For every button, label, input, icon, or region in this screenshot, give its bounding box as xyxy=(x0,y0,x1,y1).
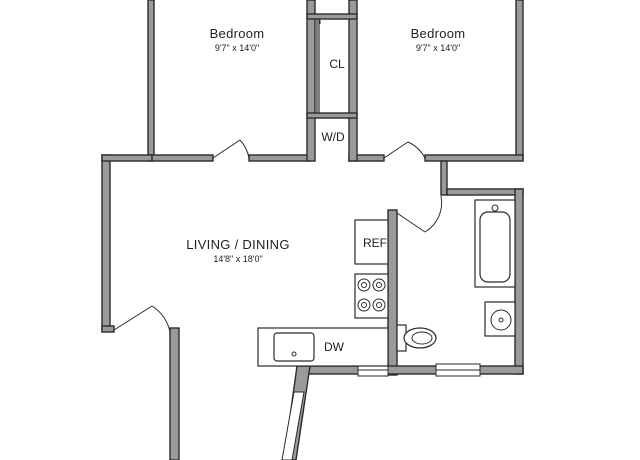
bathtub-basin xyxy=(479,211,511,283)
closet-label: CL xyxy=(329,57,345,71)
labels: Bedroom 9'7" x 14'0" Bedroom 9'7" x 14'0… xyxy=(186,26,465,354)
bedroom-left-south-wall-b xyxy=(248,154,310,162)
bedroom-left-door-swing xyxy=(239,139,250,159)
entry-door xyxy=(113,305,153,331)
living-west-wall xyxy=(101,154,111,332)
doors xyxy=(113,18,443,333)
bath-sink xyxy=(490,309,512,331)
refrigerator xyxy=(354,219,389,265)
bath-door xyxy=(396,212,426,233)
hall-closet-wall xyxy=(440,160,448,196)
living-west-stub xyxy=(101,325,115,333)
bath-east-wall xyxy=(514,188,524,375)
refrigerator-label: REF xyxy=(363,236,387,250)
bedroom-left-dims: 9'7" x 14'0" xyxy=(215,43,259,53)
kitchen xyxy=(257,219,389,367)
living-name: LIVING / DINING xyxy=(186,237,289,252)
windows xyxy=(281,363,481,460)
entry-wall xyxy=(169,327,180,460)
living-dims: 14'8" x 18'0" xyxy=(213,254,262,264)
closet-west-wall xyxy=(306,0,316,162)
bedroom-left-south-wall-a xyxy=(147,154,214,162)
bath-north-wall xyxy=(446,188,524,196)
closet-east-wall xyxy=(348,0,358,162)
living-north-wall xyxy=(101,154,153,162)
dishwasher-label: DW xyxy=(324,340,345,354)
closet-door xyxy=(316,18,320,114)
closet-top-wall xyxy=(306,13,358,20)
south-wall xyxy=(304,365,524,375)
washer-dryer-label: W/D xyxy=(321,130,345,144)
stove xyxy=(354,273,389,319)
kitchen-sink xyxy=(273,332,315,362)
bedroom-right-door xyxy=(383,141,409,159)
bedroom-right-door-swing xyxy=(407,141,426,159)
bedroom-left-west-wall xyxy=(147,0,155,161)
bedroom-left-name: Bedroom xyxy=(210,26,265,41)
bath-door-swing xyxy=(424,195,443,233)
bedroom-left-door xyxy=(212,139,241,159)
entry-door-swing xyxy=(151,305,171,333)
walls xyxy=(101,0,524,460)
bedroom-right-east-wall xyxy=(515,0,524,161)
bedroom-right-south-wall-b xyxy=(424,154,524,162)
bedroom-right-dims: 9'7" x 14'0" xyxy=(416,43,460,53)
bedroom-right-name: Bedroom xyxy=(411,26,466,41)
closet-divider-wall xyxy=(306,112,358,119)
living-window xyxy=(281,391,305,460)
stove-burners xyxy=(357,278,386,312)
bathroom xyxy=(396,199,516,352)
toilet-bowl xyxy=(403,327,437,349)
bath-west-wall xyxy=(387,209,398,376)
